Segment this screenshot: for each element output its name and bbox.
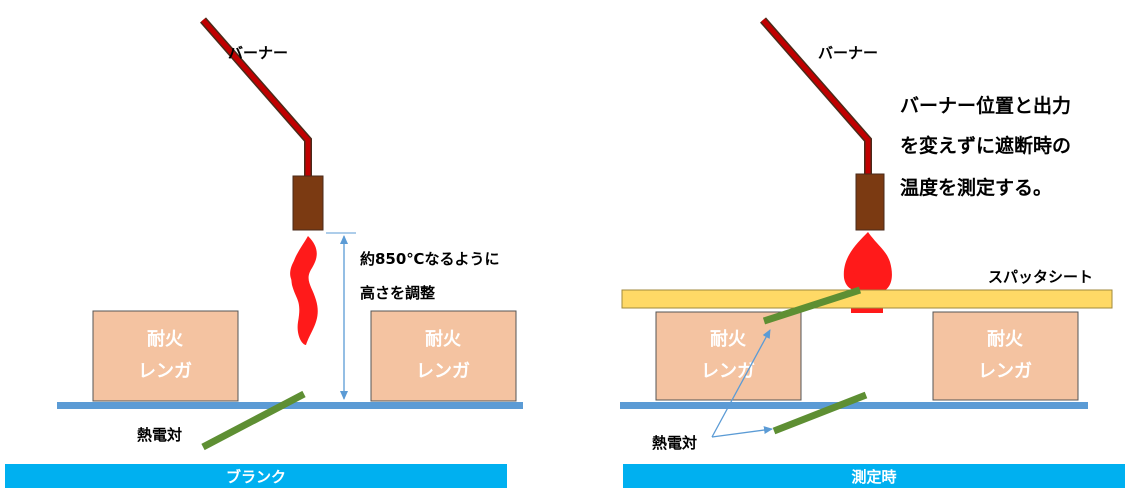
flame-left [290,236,318,345]
height-note-line1: 約850℃なるように [360,250,499,268]
caption-left: ブランク [226,468,286,486]
burner-label-right: バーナー [818,44,878,62]
height-note-line2: 高さを調整 [360,284,435,302]
caption-bar-left [5,464,507,488]
pointer-arrow-lower [711,426,773,438]
right-panel: バーナー バーナー位置と出力 を変えずに遮断時の 温度を測定する。 スパッタシー… [620,17,1125,488]
burner-nozzle-right [855,173,885,231]
thermocouple-label-left: 熱電対 [137,426,182,444]
thermocouple-label-right: 熱電対 [652,434,697,452]
burner-nozzle-left [292,175,324,231]
flame-right [843,232,892,313]
brick-right-b-line2: レンガ [978,361,1032,382]
note-line2: を変えずに遮断時の [900,134,1071,157]
caption-bar-right [623,464,1125,488]
brick-right-b-line1: 耐火 [987,328,1024,350]
brick-right-a-line1: 耐火 [710,328,747,350]
brick-right-a-line2: レンガ [701,361,755,382]
brick-left-b-line1: 耐火 [425,328,462,350]
caption-right: 測定時 [851,468,896,486]
brick-left-a-line1: 耐火 [147,328,184,350]
thermocouple-left [201,390,306,451]
floor-right [620,402,1088,409]
note-line1: バーナー位置と出力 [900,94,1071,117]
sputter-sheet [621,289,1113,309]
brick-right-b [932,311,1079,401]
left-panel: バーナー 約850℃なるように 高さを調整 耐火 レンガ 耐火 レンガ 熱電対 … [5,17,523,488]
floor-left [57,402,523,409]
note-line3: 温度を測定する。 [900,176,1052,199]
thermocouple-upper [762,286,862,325]
brick-left-a [92,310,239,402]
brick-left-b-line2: レンガ [416,361,470,382]
brick-right-a [655,311,802,401]
sheet-label: スパッタシート [988,268,1093,286]
thermocouple-lower [772,391,868,435]
pointer-arrow-upper [711,329,771,438]
brick-left-b [370,310,517,402]
burner-label-left: バーナー [228,44,288,62]
brick-left-a-line2: レンガ [138,361,192,382]
